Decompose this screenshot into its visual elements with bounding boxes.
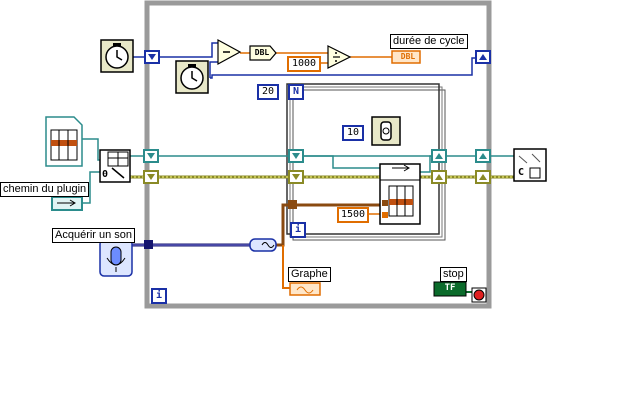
shift-register-right[interactable] <box>475 50 491 64</box>
tick-count-node-inner[interactable] <box>175 60 209 94</box>
wire-tick-to-subtract[interactable] <box>160 42 218 58</box>
constant-1500[interactable]: 1500 <box>337 207 369 223</box>
wire-waveform-brown[interactable] <box>275 203 380 247</box>
wire-tick2-to-subtract[interactable] <box>209 61 218 78</box>
stop-tf-text: TF <box>444 283 456 293</box>
stop-control[interactable] <box>433 281 467 297</box>
dbl-convert-text: DBL <box>254 48 270 57</box>
tunnel-teal-inner-left[interactable] <box>288 149 304 163</box>
label-stop: stop <box>440 267 467 282</box>
label-graphe: Graphe <box>288 267 331 282</box>
constant-1000[interactable]: 1000 <box>287 56 321 72</box>
stop-icon <box>473 289 485 301</box>
outer-iteration-terminal[interactable]: i <box>151 288 167 304</box>
label-chemin-plugin: chemin du plugin <box>0 182 90 197</box>
wire-teal-to-node[interactable] <box>303 155 380 169</box>
label-duree-cycle: durée de cycle <box>390 34 468 49</box>
constant-10[interactable]: 10 <box>342 125 364 141</box>
microphone-icon <box>110 246 122 266</box>
acquire-sound-node[interactable] <box>99 239 133 277</box>
document-icon <box>529 167 541 179</box>
wait-ms-node[interactable] <box>371 116 401 146</box>
watch-icon <box>380 121 392 141</box>
duree-cycle-indicator[interactable] <box>391 50 421 64</box>
dbl-convert-node[interactable] <box>249 45 277 61</box>
wire-waveform-to-graph[interactable] <box>282 245 290 289</box>
stop-condition-terminal[interactable] <box>471 287 487 303</box>
tunnel-olive-left[interactable] <box>143 170 159 184</box>
tunnel-teal-right[interactable] <box>475 149 491 163</box>
waveform-convert-node[interactable] <box>249 238 277 252</box>
close-ref-text: C <box>517 167 525 178</box>
tunnel-olive-right[interactable] <box>475 170 491 184</box>
label-acquerir-son: Acquérir un son <box>52 228 136 243</box>
open-plugin-node[interactable] <box>99 149 131 183</box>
loop-count-terminal[interactable]: N <box>288 84 304 100</box>
tunnel-teal-left[interactable] <box>143 149 159 163</box>
plugin-path-control[interactable] <box>51 196 83 211</box>
plugin-process-node[interactable] <box>379 163 421 225</box>
for-loop-shadow2 <box>292 89 446 241</box>
tick-count-node-top[interactable] <box>100 39 134 73</box>
graph-indicator[interactable] <box>289 282 321 296</box>
close-plugin-node[interactable] <box>513 148 547 182</box>
plugin-array-constant[interactable] <box>45 116 83 167</box>
tunnel-olive-inner-left[interactable] <box>288 170 304 184</box>
shift-register-left[interactable] <box>144 50 160 64</box>
tunnel-sound[interactable] <box>144 240 153 249</box>
divide-node[interactable] <box>327 45 352 69</box>
dbl-indicator-text: DBL <box>400 52 416 61</box>
inner-iteration-terminal[interactable]: i <box>290 222 306 238</box>
tunnel-waveform-inner[interactable] <box>288 200 297 209</box>
subtract-node[interactable] <box>217 38 242 66</box>
wire-tick-to-shift[interactable] <box>210 57 484 79</box>
tunnel-teal-inner-right[interactable] <box>431 149 447 163</box>
wire-path-to-plugin[interactable] <box>82 171 100 204</box>
constant-20[interactable]: 20 <box>257 84 279 100</box>
tunnel-olive-inner-right[interactable] <box>431 170 447 184</box>
wire-array-to-plugin[interactable] <box>82 138 100 161</box>
plugin-index-text: 0 <box>101 169 109 180</box>
